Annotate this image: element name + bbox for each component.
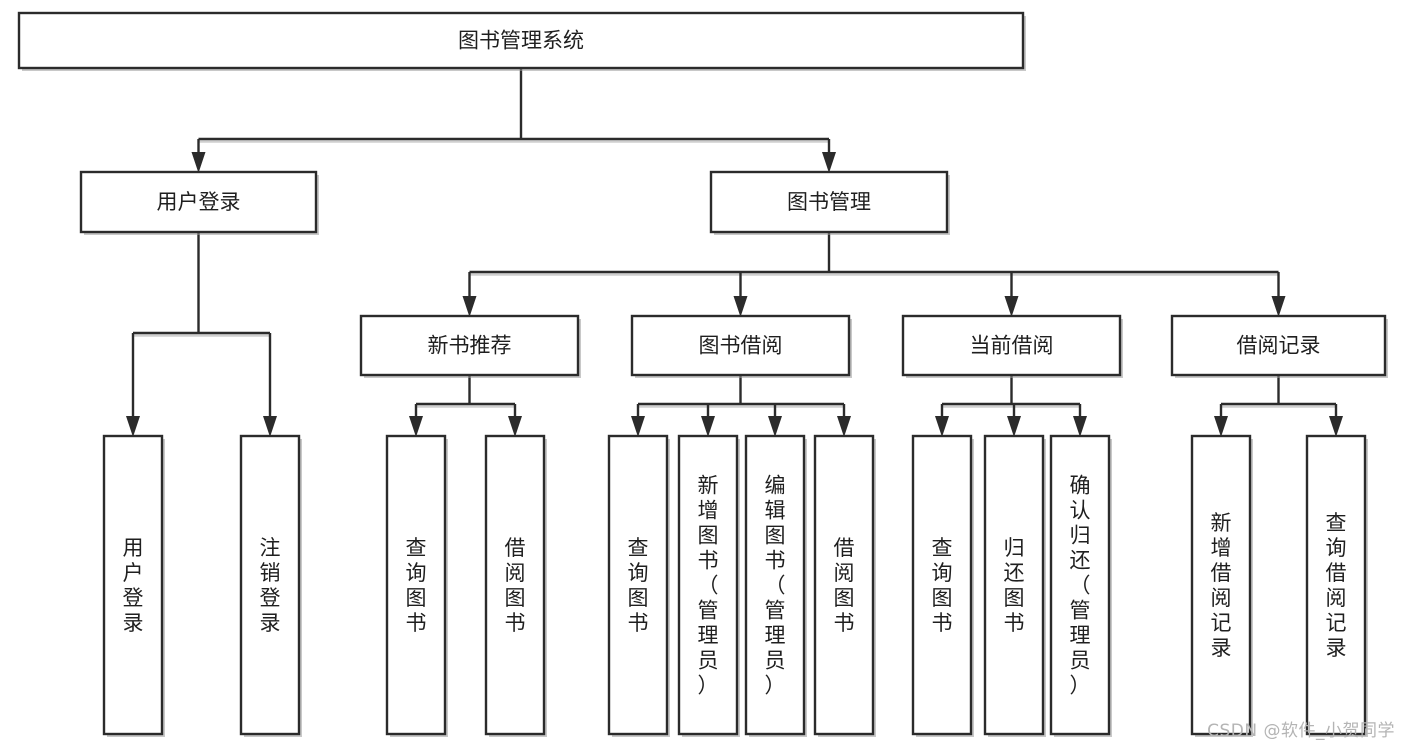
node-leaf-query-record[interactable]: 查询借阅记录 xyxy=(1305,434,1368,737)
node-leaf-query-book-2[interactable]: 查询图书 xyxy=(607,434,670,737)
connector-user-login xyxy=(126,232,277,437)
arrow-head-icon xyxy=(409,416,423,437)
node-leaf-user-logout[interactable]: 注销登录 xyxy=(239,434,302,737)
arrow-head-icon xyxy=(462,296,477,317)
node-label: 图书管理系统 xyxy=(458,29,584,53)
node-leaf-borrow-book-1[interactable]: 借阅图书 xyxy=(484,434,547,737)
node-label: 用户登录 xyxy=(123,536,144,635)
node-label: 归还图书 xyxy=(1004,536,1025,635)
connector-borrow-record xyxy=(1214,375,1343,437)
node-leaf-add-book[interactable]: 新增图书（管理员） xyxy=(677,434,740,737)
arrow-head-icon xyxy=(126,416,140,437)
arrow-head-icon xyxy=(631,416,645,437)
arrow-head-icon xyxy=(837,416,851,437)
node-layer: 图书管理系统用户登录图书管理新书推荐图书借阅当前借阅借阅记录用户登录注销登录查询… xyxy=(17,11,1388,737)
node-leaf-query-book-3[interactable]: 查询图书 xyxy=(911,434,974,737)
connector-layer xyxy=(126,68,1343,437)
node-leaf-add-record[interactable]: 新增借阅记录 xyxy=(1190,434,1253,737)
node-label: 新增借阅记录 xyxy=(1211,511,1232,660)
arrow-head-icon xyxy=(733,296,748,317)
node-user-login[interactable]: 用户登录 xyxy=(79,170,319,235)
node-borrow-record[interactable]: 借阅记录 xyxy=(1170,314,1388,378)
node-label: 编辑图书（管理员） xyxy=(765,474,786,698)
node-label: 注销登录 xyxy=(260,536,281,635)
arrow-head-icon xyxy=(263,416,277,437)
arrow-head-icon xyxy=(935,416,949,437)
node-book-borrow[interactable]: 图书借阅 xyxy=(630,314,852,378)
connector-root xyxy=(191,68,836,173)
connector-new-book-rec xyxy=(409,375,522,437)
node-label: 借阅图书 xyxy=(834,536,855,635)
node-leaf-borrow-book-2[interactable]: 借阅图书 xyxy=(813,434,876,737)
arrow-head-icon xyxy=(191,152,206,173)
node-label: 图书管理 xyxy=(787,190,871,214)
arrow-head-icon xyxy=(1329,416,1343,437)
node-label: 新书推荐 xyxy=(428,334,512,358)
node-leaf-edit-book[interactable]: 编辑图书（管理员） xyxy=(744,434,807,737)
arrow-head-icon xyxy=(1007,416,1021,437)
arrow-head-icon xyxy=(1214,416,1228,437)
node-book-manage[interactable]: 图书管理 xyxy=(709,170,950,235)
node-current-borrow[interactable]: 当前借阅 xyxy=(901,314,1123,378)
node-label: 用户登录 xyxy=(157,190,241,214)
arrow-head-icon xyxy=(768,416,782,437)
node-root[interactable]: 图书管理系统 xyxy=(17,11,1026,71)
node-label: 查询图书 xyxy=(628,536,649,635)
node-label: 图书借阅 xyxy=(699,334,783,358)
arrow-head-icon xyxy=(822,152,836,173)
node-leaf-query-book-1[interactable]: 查询图书 xyxy=(385,434,448,737)
arrow-head-icon xyxy=(508,416,522,437)
node-label: 查询图书 xyxy=(406,536,427,635)
connector-current-borrow xyxy=(935,375,1087,437)
node-label: 查询借阅记录 xyxy=(1326,511,1347,660)
connector-book-borrow xyxy=(631,375,851,437)
node-leaf-return-book[interactable]: 归还图书 xyxy=(983,434,1046,737)
node-label: 查询图书 xyxy=(932,536,953,635)
arrow-head-icon xyxy=(701,416,715,437)
node-label: 当前借阅 xyxy=(970,334,1054,358)
connector-book-manage xyxy=(462,232,1286,317)
node-leaf-user-login[interactable]: 用户登录 xyxy=(102,434,165,737)
node-label: 借阅图书 xyxy=(505,536,526,635)
node-label: 确认归还（管理员） xyxy=(1070,474,1091,698)
node-leaf-confirm-return[interactable]: 确认归还（管理员） xyxy=(1049,434,1112,737)
node-new-book-rec[interactable]: 新书推荐 xyxy=(359,314,581,378)
node-label: 新增图书（管理员） xyxy=(698,474,719,698)
arrow-head-icon xyxy=(1271,296,1286,317)
arrow-head-icon xyxy=(1073,416,1087,437)
node-label: 借阅记录 xyxy=(1237,334,1321,358)
arrow-head-icon xyxy=(1004,296,1019,317)
watermark-label: CSDN @软件_小贺同学 xyxy=(1207,721,1395,741)
